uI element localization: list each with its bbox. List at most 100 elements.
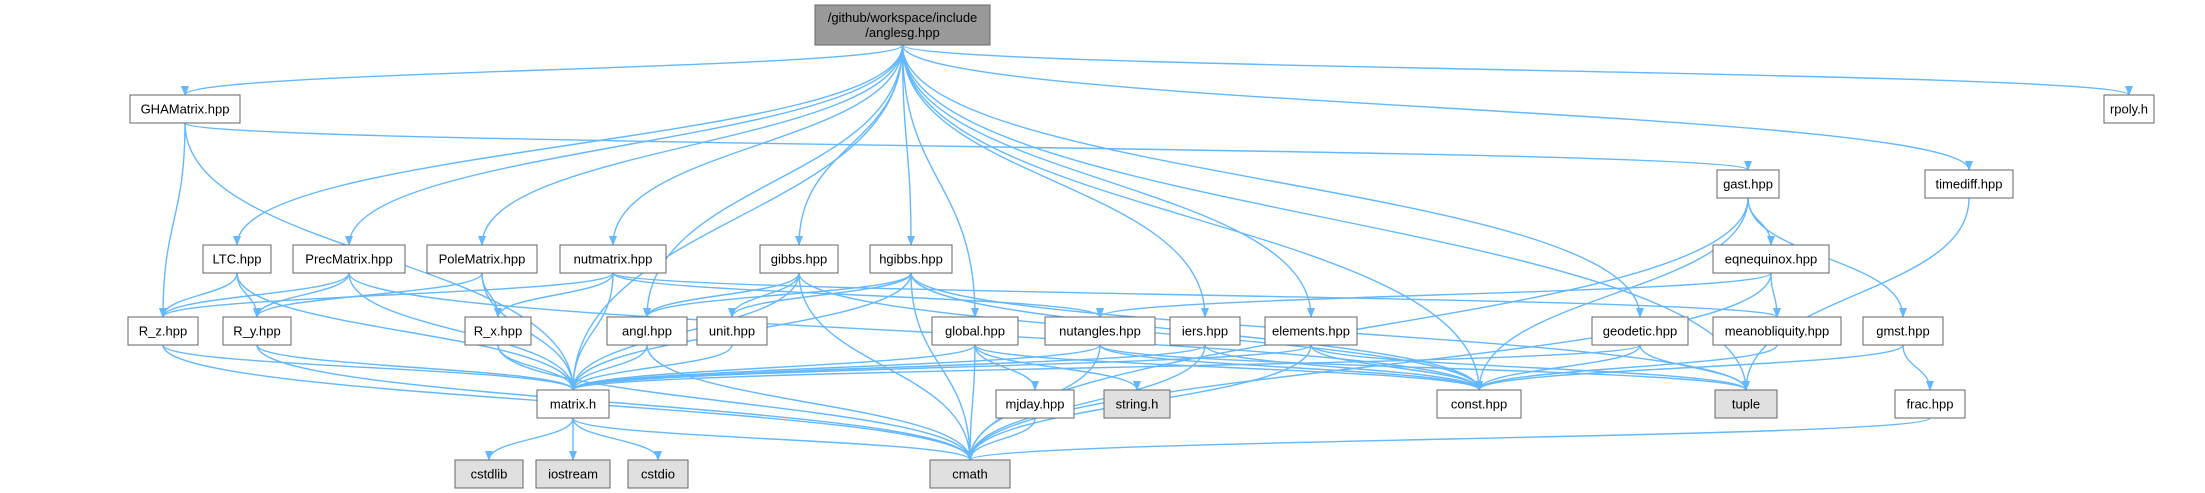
edge-ry-to-cmath — [256, 344, 974, 461]
node-root-box — [814, 4, 991, 46]
node-tuple-label: tuple — [1732, 397, 1760, 412]
edge-root-to-rpoly — [901, 44, 2133, 96]
edge-hgibbs-to-cmath — [910, 272, 974, 461]
node-precmatrix-label: PrecMatrix.hpp — [305, 252, 392, 267]
node-meanobliquity[interactable]: meanobliquity.hpp — [1712, 316, 1842, 346]
node-nutmatrix-label: nutmatrix.hpp — [574, 252, 653, 267]
edge-elements-to-matrix — [569, 344, 1312, 391]
node-mjday[interactable]: mjday.hpp — [995, 389, 1075, 419]
node-precmatrix-box — [292, 244, 406, 274]
edge-gmst-to-frac — [1902, 344, 1934, 391]
edge-matrix-to-cstdlib — [485, 417, 574, 461]
node-geodetic-box — [1591, 316, 1689, 346]
node-global-label: global.hpp — [945, 324, 1005, 339]
node-tuple-box — [1714, 389, 1778, 419]
edge-ghamatrix-to-gast — [184, 122, 1752, 171]
edge-root-to-ghamatrix — [181, 44, 904, 96]
edge-matrix-to-cmath — [572, 417, 974, 461]
edge-ltc-to-matrix — [236, 272, 577, 391]
node-matrix-label: matrix.h — [550, 397, 596, 412]
edge-polematrix-to-ry — [253, 272, 483, 318]
node-timediff[interactable]: timediff.hpp — [1924, 169, 2014, 199]
node-cstdio-label: cstdio — [641, 467, 675, 482]
edge-ltc-to-rz — [159, 272, 238, 318]
node-angl-box — [606, 316, 688, 346]
edge-hgibbs-to-unit — [728, 272, 912, 318]
edge-root-to-precmatrix — [345, 44, 904, 246]
node-gast-box — [1716, 169, 1780, 199]
node-matrix[interactable]: matrix.h — [536, 389, 610, 419]
node-rpoly-box — [2103, 94, 2155, 124]
edge-iers-to-cmath — [966, 344, 1206, 461]
node-frac[interactable]: frac.hpp — [1894, 389, 1966, 419]
node-nutmatrix[interactable]: nutmatrix.hpp — [559, 244, 667, 274]
node-hgibbs-box — [869, 244, 953, 274]
node-iers-label: iers.hpp — [1182, 324, 1228, 339]
nodes-layer: /github/workspace/include/anglesg.hppGHA… — [127, 4, 2155, 489]
edge-gmst-to-const — [1475, 344, 1904, 391]
node-rpoly[interactable]: rpoly.h — [2103, 94, 2155, 124]
edge-iers-to-const — [1204, 344, 1483, 391]
edge-gibbs-to-cmath — [798, 272, 974, 461]
node-ltc-box — [202, 244, 272, 274]
node-unit[interactable]: unit.hpp — [696, 316, 768, 346]
node-rz-box — [127, 316, 199, 346]
node-string-label: string.h — [1116, 397, 1159, 412]
edge-global-to-const — [974, 344, 1483, 391]
node-rx[interactable]: R_x.hpp — [464, 316, 532, 346]
node-elements[interactable]: elements.hpp — [1264, 316, 1358, 346]
node-mjday-box — [995, 389, 1075, 419]
edge-nutmatrix-to-matrix — [569, 272, 614, 391]
node-polematrix[interactable]: PoleMatrix.hpp — [426, 244, 538, 274]
edge-root-to-global — [901, 44, 979, 318]
edge-unit-to-matrix — [569, 344, 733, 391]
edge-root-to-timediff — [901, 44, 1973, 171]
node-angl[interactable]: angl.hpp — [606, 316, 688, 346]
node-gmst[interactable]: gmst.hpp — [1862, 316, 1944, 346]
edge-global-to-string — [974, 344, 1141, 391]
edge-nutangles-to-tuple — [1099, 344, 1750, 391]
node-ltc-label: LTC.hpp — [213, 252, 262, 267]
node-eqnequinox-label: eqnequinox.hpp — [1725, 252, 1818, 267]
edge-root-to-nutmatrix — [609, 44, 904, 246]
node-frac-box — [1894, 389, 1966, 419]
node-ry[interactable]: R_y.hpp — [222, 316, 292, 346]
node-hgibbs-label: hgibbs.hpp — [879, 252, 943, 267]
node-hgibbs[interactable]: hgibbs.hpp — [869, 244, 953, 274]
edge-hgibbs-to-angl — [643, 272, 912, 318]
node-eqnequinox[interactable]: eqnequinox.hpp — [1712, 244, 1830, 274]
edge-angl-to-cmath — [646, 344, 974, 461]
node-gast[interactable]: gast.hpp — [1716, 169, 1780, 199]
edge-nutangles-to-matrix — [569, 344, 1101, 391]
edge-gast-to-const — [1475, 197, 1749, 391]
edge-root-to-const — [901, 44, 1483, 391]
node-nutangles[interactable]: nutangles.hpp — [1044, 316, 1156, 346]
edge-polematrix-to-rx — [481, 272, 502, 318]
edge-global-to-matrix — [569, 344, 976, 391]
node-precmatrix[interactable]: PrecMatrix.hpp — [292, 244, 406, 274]
node-ltc[interactable]: LTC.hpp — [202, 244, 272, 274]
edge-gibbs-to-unit — [728, 272, 800, 318]
edge-eqnequinox-to-cmath — [966, 272, 1772, 461]
node-ghamatrix-label: GHAMatrix.hpp — [141, 102, 230, 117]
node-cmath: cmath — [929, 459, 1011, 489]
node-ghamatrix[interactable]: GHAMatrix.hpp — [129, 94, 241, 124]
node-cmath-box — [929, 459, 1011, 489]
node-polematrix-box — [426, 244, 538, 274]
node-iers[interactable]: iers.hpp — [1169, 316, 1241, 346]
node-nutmatrix-box — [559, 244, 667, 274]
node-frac-label: frac.hpp — [1907, 397, 1954, 412]
edge-ry-to-matrix — [256, 344, 577, 391]
node-elements-box — [1264, 316, 1358, 346]
node-const[interactable]: const.hpp — [1436, 389, 1522, 419]
node-cstdlib-box — [454, 459, 524, 489]
node-gast-label: gast.hpp — [1723, 177, 1773, 192]
node-geodetic[interactable]: geodetic.hpp — [1591, 316, 1689, 346]
node-matrix-box — [536, 389, 610, 419]
node-angl-label: angl.hpp — [622, 324, 672, 339]
node-meanobliquity-box — [1712, 316, 1842, 346]
node-iostream-box — [535, 459, 611, 489]
node-rz[interactable]: R_z.hpp — [127, 316, 199, 346]
node-global[interactable]: global.hpp — [931, 316, 1019, 346]
node-gibbs[interactable]: gibbs.hpp — [759, 244, 839, 274]
